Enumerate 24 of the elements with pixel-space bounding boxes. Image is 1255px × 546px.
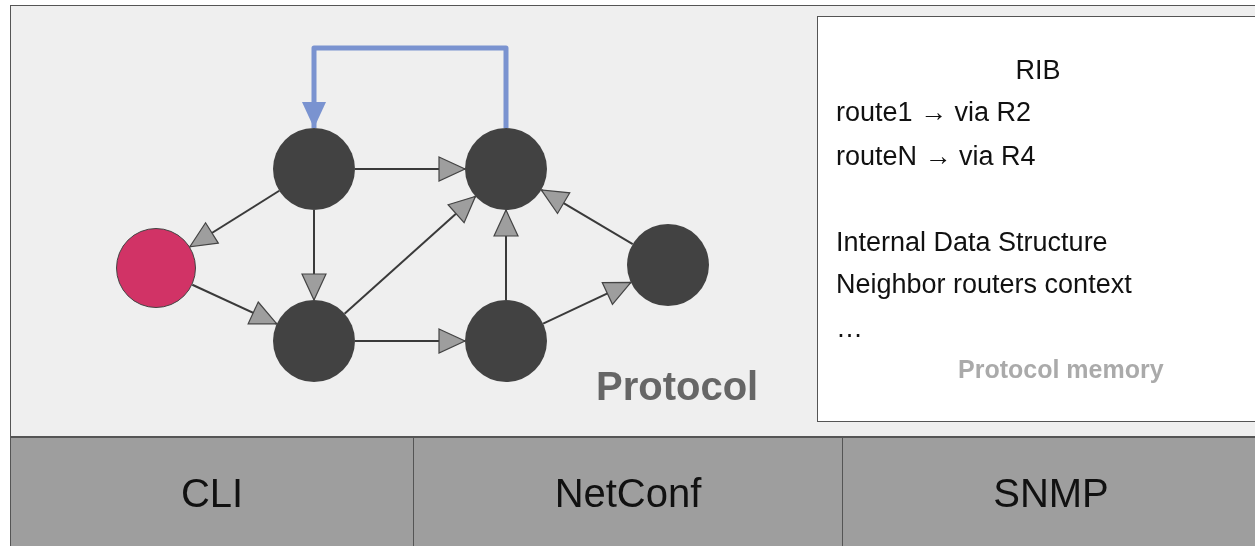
arrow — [542, 281, 632, 325]
arrow — [493, 209, 519, 301]
arrow — [540, 188, 634, 246]
interface-bar: SNMP — [842, 437, 1255, 546]
route-entry: routeN → via R4 — [836, 141, 1036, 172]
arrow — [302, 45, 509, 128]
arrow — [301, 209, 327, 301]
arrow — [191, 283, 278, 325]
memory-item: Neighbor routers context — [836, 269, 1132, 300]
memory-item: … — [836, 313, 863, 344]
arrow — [188, 189, 281, 248]
box-heading: RIB — [1014, 55, 1062, 86]
arrow — [343, 195, 477, 315]
arrow — [354, 156, 466, 182]
panel-title: Protocol — [596, 364, 759, 409]
protocol-panel — [10, 5, 1255, 437]
memory-item: Internal Data Structure — [836, 227, 1108, 258]
interface-bar: CLI — [10, 437, 414, 546]
memory-box — [817, 16, 1255, 422]
box-caption: Protocol memory — [958, 355, 1164, 384]
interface-bar: NetConf — [413, 437, 843, 546]
arrow — [354, 328, 466, 354]
node-circle — [465, 128, 547, 210]
route-entry: route1 → via R2 — [836, 97, 1032, 128]
